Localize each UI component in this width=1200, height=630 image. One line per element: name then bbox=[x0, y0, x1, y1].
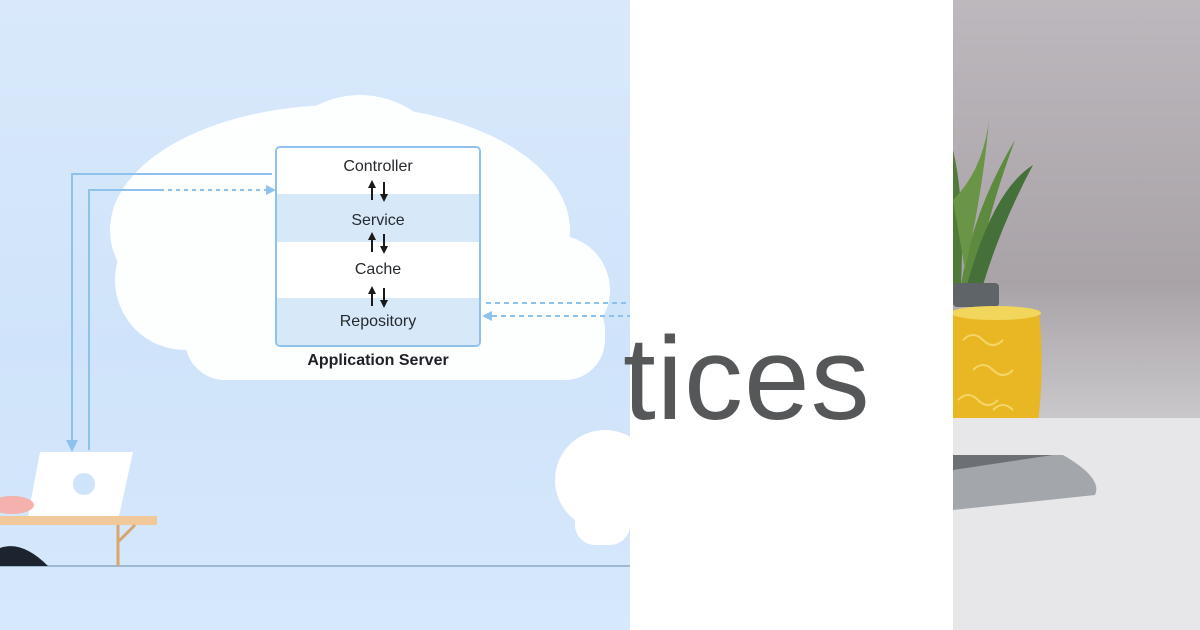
application-server-box bbox=[275, 146, 481, 347]
cache-band bbox=[277, 242, 479, 298]
partial-title-word: tices bbox=[623, 313, 871, 445]
layer-label-service: Service bbox=[351, 212, 405, 229]
right-arrow-icon bbox=[266, 185, 276, 195]
small-cloud-shape bbox=[555, 430, 630, 545]
service-band bbox=[277, 194, 479, 242]
layer-label-cache: Cache bbox=[354, 261, 402, 278]
layer-label-repository: Repository bbox=[339, 313, 417, 330]
yellow-cup bbox=[953, 306, 1042, 442]
laptop-edge bbox=[953, 455, 1097, 510]
title-word-panel bbox=[630, 0, 953, 630]
server-caption: Application Server bbox=[307, 352, 449, 369]
laptop-illustration bbox=[0, 452, 157, 566]
desk-surface bbox=[953, 418, 1200, 630]
client-connector-lines bbox=[71, 173, 272, 450]
database-connector-lines bbox=[486, 302, 630, 317]
controller-band bbox=[277, 148, 479, 194]
plant-pot bbox=[953, 283, 999, 307]
layer-label-controller: Controller bbox=[343, 158, 413, 175]
crop-edge bbox=[630, 300, 636, 460]
plant-leaves bbox=[953, 120, 1033, 285]
down-arrow-icon bbox=[66, 440, 78, 452]
left-arrow-icon bbox=[482, 311, 492, 321]
desk-photo-panel bbox=[953, 0, 1200, 630]
desk-photo-graphics bbox=[953, 120, 1200, 630]
repository-band bbox=[277, 298, 479, 345]
architecture-diagram-panel: Controller Service Cache Repository Appl… bbox=[0, 0, 630, 630]
layer-arrows-overlay bbox=[368, 180, 388, 308]
